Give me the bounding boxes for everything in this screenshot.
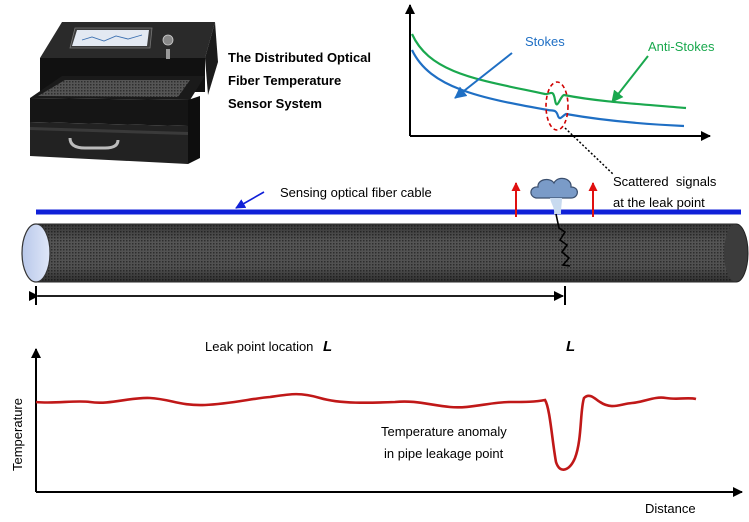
pipe-end-left (21, 223, 51, 283)
pipe-section (21, 177, 749, 283)
system-title-line-2: Fiber Temperature (228, 73, 341, 88)
dts-instrument-illustration (30, 22, 218, 164)
pipe-crack (555, 213, 571, 267)
leak-location-text: Leak point location (205, 339, 313, 354)
scattered-signals-line-1: Scattered signals (613, 174, 717, 189)
anti-stokes-pointer-arrow (611, 55, 649, 103)
system-title-line-1: The Distributed Optical (228, 50, 371, 65)
temperature-plot (31, 348, 743, 497)
leak-plume-icon (530, 177, 578, 214)
leak-location-dimension (29, 286, 566, 305)
fiber-cable-label: Sensing optical fiber cable (280, 185, 432, 200)
stokes-pointer-arrow (454, 52, 513, 99)
system-title-line-3: Sensor System (228, 96, 322, 111)
anti-stokes-curve (410, 33, 687, 110)
scattered-signals-line-2: at the leak point (613, 195, 705, 210)
anti-stokes-label: Anti-Stokes (648, 39, 715, 54)
leak-location-label: Leak point location L (205, 338, 332, 355)
signal-plot: Stokes Anti-Stokes (405, 4, 715, 176)
anomaly-label-line-2: in pipe leakage point (384, 446, 504, 461)
leak-point-symbol: L (566, 338, 575, 355)
temperature-profile-curve (35, 392, 697, 471)
scattered-pointer-line (564, 127, 615, 176)
fiber-pointer-arrow (235, 191, 265, 209)
distance-axis-label: Distance (645, 501, 696, 516)
leak-location-symbol: L (323, 338, 332, 355)
leak-signal-highlight (545, 81, 569, 131)
stokes-label: Stokes (525, 34, 565, 49)
pipe-end-right (724, 224, 748, 282)
temperature-axis-label: Temperature (10, 398, 25, 471)
anomaly-label-line-1: Temperature anomaly (381, 424, 507, 439)
